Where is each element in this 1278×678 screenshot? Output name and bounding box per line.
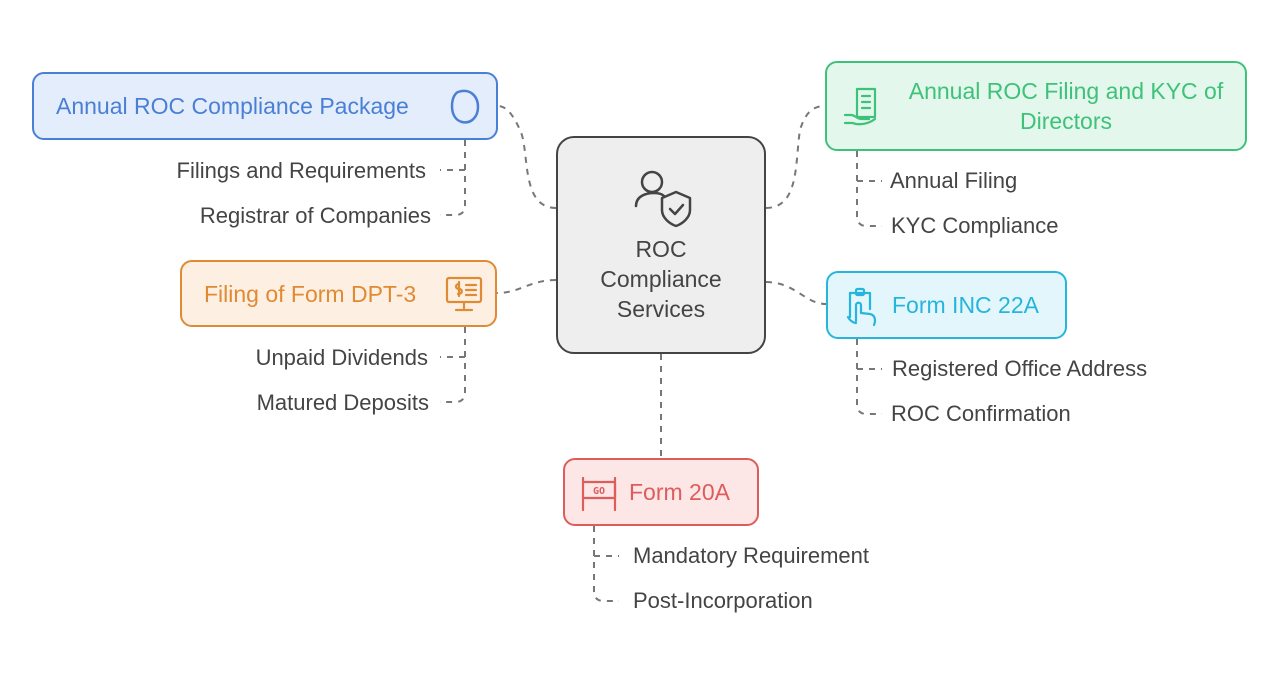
inc22a-item-1: Registered Office Address: [892, 356, 1148, 381]
node-form20a-label: Form 20A: [629, 479, 730, 505]
connector-annual-filing-items: [856, 151, 882, 227]
node-dpt3-label: Filing of Form DPT-3: [204, 280, 417, 307]
node-annual-filing-label-line1: Annual ROC Filing and KYC of: [908, 78, 1224, 104]
node-annual-roc-filing-kyc[interactable]: Annual ROC Filing and KYC of Directors: [825, 61, 1247, 151]
annual-filing-item-1: Annual Filing: [890, 168, 1018, 193]
monitor-dollar-icon: [445, 276, 483, 312]
dpt3-item-1: Unpaid Dividends: [255, 345, 428, 370]
form20a-item-1: Mandatory Requirement: [633, 543, 870, 568]
document-hand-icon: [843, 87, 877, 126]
connector-center-annual-package: [497, 105, 557, 209]
go-sign-text: GO: [593, 486, 605, 497]
go-sign-icon: GO: [581, 476, 617, 512]
clipboard-hand-icon: [846, 287, 877, 327]
annual-package-item-1: Filings and Requirements: [176, 158, 426, 183]
connector-form20a-items: [593, 526, 619, 602]
connector-dpt3-items: [440, 327, 466, 403]
dpt3-item-2: Matured Deposits: [256, 390, 429, 415]
inc22a-item-2: ROC Confirmation: [891, 401, 1071, 426]
user-shield-icon: [634, 170, 692, 228]
connector-annual-package-items: [440, 140, 466, 216]
connector-inc22a-items: [856, 339, 882, 415]
node-filing-form-dpt3[interactable]: Filing of Form DPT-3: [180, 260, 497, 327]
oval-icon: [450, 89, 480, 124]
center-label-line2: Compliance: [600, 266, 722, 292]
node-annual-filing-label-line2: Directors: [1019, 108, 1112, 134]
center-label-line3: Services: [616, 296, 706, 322]
node-annual-roc-compliance-package[interactable]: Annual ROC Compliance Package: [32, 72, 498, 140]
annual-package-item-2: Registrar of Companies: [199, 203, 431, 228]
node-form-inc22a[interactable]: Form INC 22A: [826, 271, 1067, 339]
node-inc22a-label: Form INC 22A: [892, 292, 1039, 318]
connector-center-inc22a: [765, 281, 827, 305]
node-form-20a[interactable]: GO Form 20A: [563, 458, 759, 526]
node-annual-package-label: Annual ROC Compliance Package: [56, 93, 409, 119]
connector-center-annual-filing: [765, 105, 826, 209]
form20a-item-2: Post-Incorporation: [633, 588, 813, 613]
connector-center-dpt3: [496, 279, 557, 294]
center-node: ROC Compliance Services: [556, 136, 766, 354]
center-label-line1: ROC: [635, 236, 687, 262]
annual-filing-item-2: KYC Compliance: [891, 213, 1059, 238]
